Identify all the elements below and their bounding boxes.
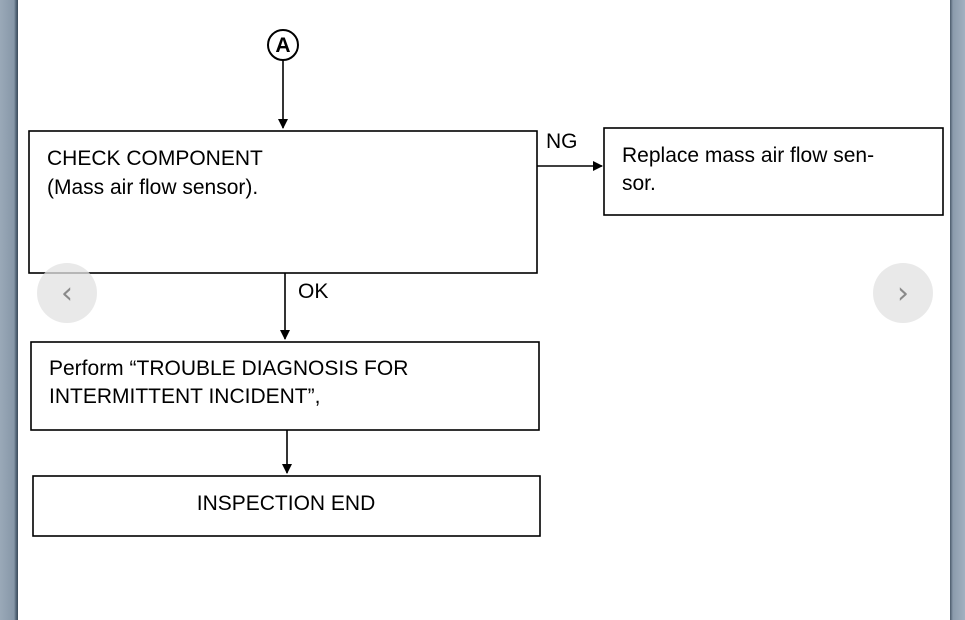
document-page: A CHECK COMPONENT (Mass air flow sensor)… (18, 0, 950, 620)
previous-page-button[interactable]: ‹ (37, 263, 97, 323)
connector-a: A (267, 29, 299, 61)
perform-diagnosis-box: Perform “TROUBLE DIAGNOSIS FOR INTERMITT… (30, 341, 540, 431)
check-component-box: CHECK COMPONENT (Mass air flow sensor). (28, 130, 538, 274)
replace-sensor-box: Replace mass air flow sen- sor. (603, 127, 944, 216)
flowchart: A CHECK COMPONENT (Mass air flow sensor)… (28, 29, 944, 537)
check-component-line1: CHECK COMPONENT (47, 147, 263, 170)
inspection-end-label: INSPECTION END (197, 492, 376, 515)
next-page-button[interactable]: › (873, 263, 933, 323)
replace-sensor-line1: Replace mass air flow sen- (622, 144, 874, 167)
chevron-left-icon: ‹ (61, 275, 73, 311)
perform-diagnosis-line1: Perform “TROUBLE DIAGNOSIS FOR (49, 357, 408, 380)
inspection-end-box: INSPECTION END (32, 475, 541, 537)
ok-label: OK (298, 280, 328, 303)
perform-diagnosis-line2: INTERMITTENT INCIDENT”, (49, 385, 320, 408)
check-component-line2: (Mass air flow sensor). (47, 176, 258, 199)
connector-a-label: A (275, 34, 290, 57)
viewer-frame-left (0, 0, 18, 620)
chevron-right-icon: › (897, 275, 909, 311)
replace-sensor-line2: sor. (622, 172, 656, 195)
viewer-frame-right (950, 0, 965, 620)
ng-label: NG (546, 130, 578, 153)
